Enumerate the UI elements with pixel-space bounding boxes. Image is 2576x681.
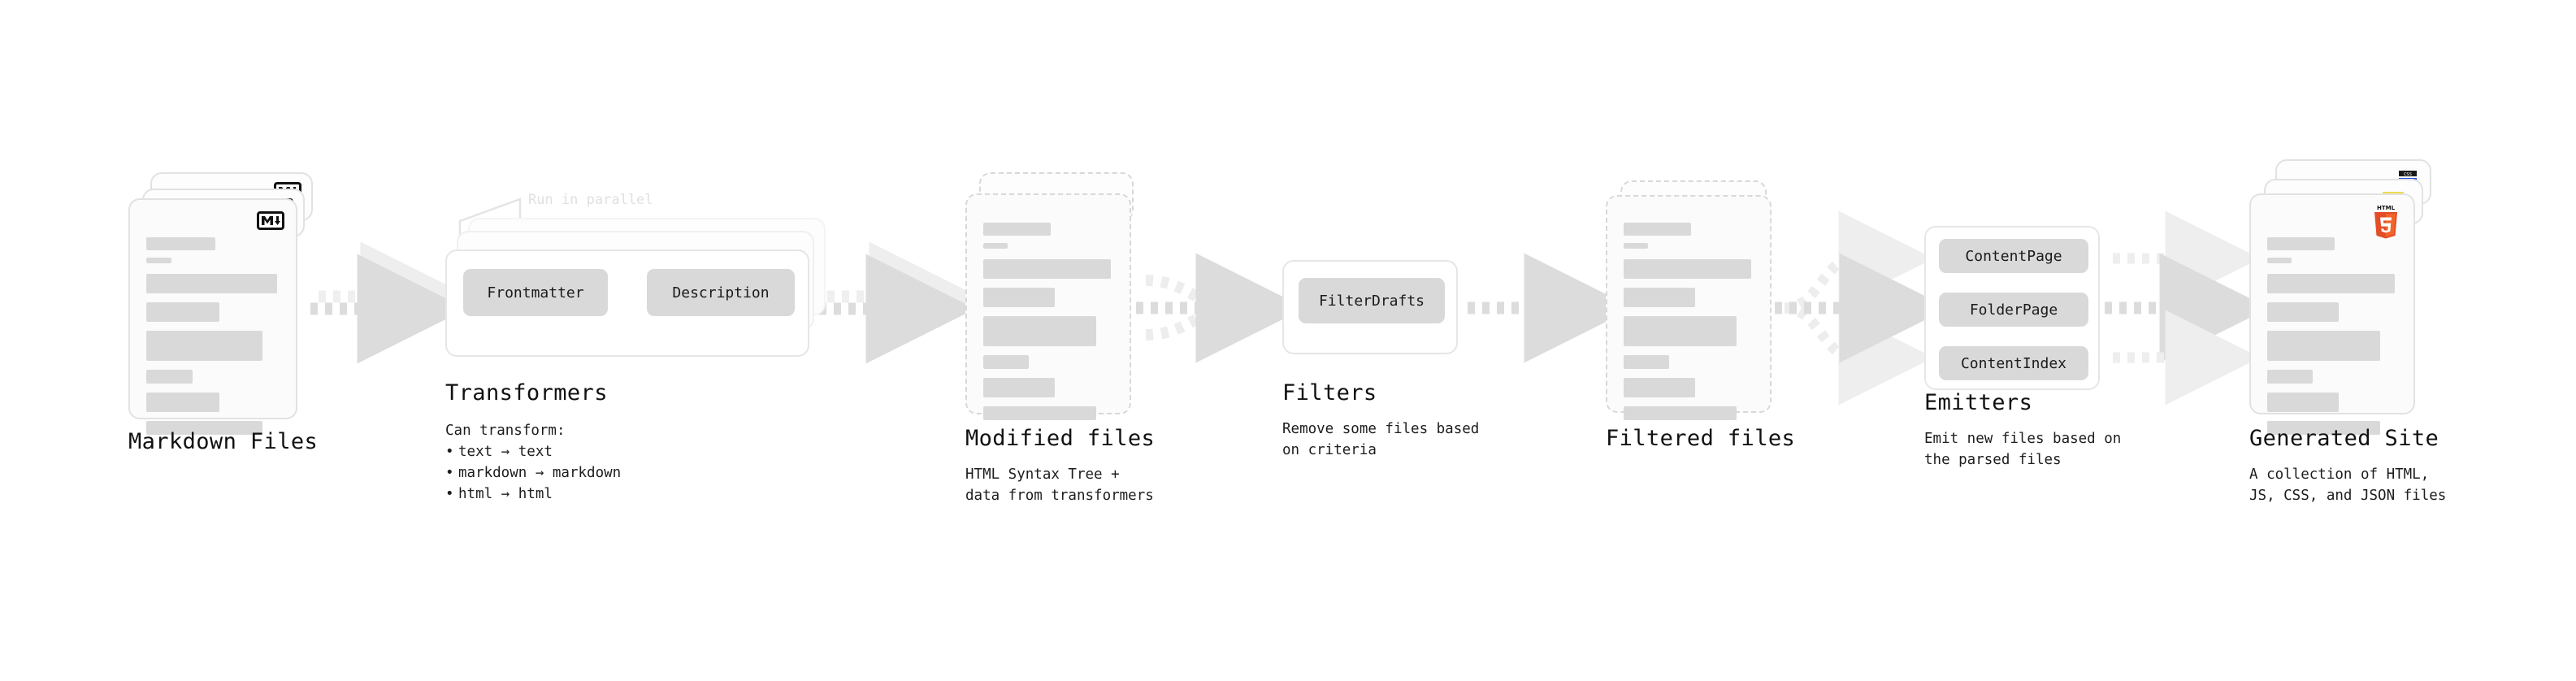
skeleton-bar <box>983 316 1097 346</box>
svg-text:CSS: CSS <box>2404 172 2412 177</box>
skeleton-bar <box>146 302 220 322</box>
markdown-icon <box>257 211 284 230</box>
skeleton-bar <box>2267 393 2339 412</box>
skeleton-bar <box>146 393 220 412</box>
stage-title: Markdown Files <box>128 429 319 454</box>
document-skeleton <box>1624 223 1754 427</box>
skeleton-bar <box>2267 331 2381 361</box>
transform-capability-list: text → text markdown → markdown html → h… <box>445 441 770 505</box>
stage-title: Filtered files <box>1606 426 1796 451</box>
skeleton-bar <box>146 274 277 293</box>
caption-transformers: Transformers Can transform: text → text … <box>445 380 770 505</box>
stage-transformers: Run in parallel . . . . Frontmatter Desc… <box>0 0 826 681</box>
markdown-file-front <box>128 198 297 435</box>
stage-title: Modified files <box>965 426 1156 451</box>
skeleton-bar <box>1624 355 1669 369</box>
list-item: text → text <box>458 441 770 462</box>
list-item: markdown → markdown <box>458 462 770 484</box>
skeleton-bar <box>983 288 1055 307</box>
document-skeleton <box>2267 237 2397 442</box>
transform-lead: Can transform: <box>445 423 566 439</box>
skeleton-bar <box>983 243 1008 249</box>
skeleton-bar <box>983 223 1052 236</box>
stage-markdown-files: Markdown Files <box>0 0 325 681</box>
caption-generated-site: Generated Site A collection of HTML, JS,… <box>2249 426 2558 506</box>
skeleton-bar <box>2267 237 2335 250</box>
skeleton-bar <box>983 355 1029 369</box>
skeleton-bar <box>2267 421 2381 435</box>
stage-subtitle: Remove some files based on criteria <box>1282 421 1480 458</box>
skeleton-bar <box>146 421 262 435</box>
caption-filtered-files: Filtered files <box>1606 426 1882 451</box>
caption-emitters: Emitters Emit new files based on the par… <box>1924 390 2217 471</box>
stage-filtered-files: Filtered files <box>0 0 1795 681</box>
caption-filters: Filters Remove some files based on crite… <box>1282 380 1559 461</box>
modified-file-front <box>965 193 1131 420</box>
stage-title: Transformers <box>445 380 608 406</box>
stage-title: Filters <box>1282 380 1377 406</box>
stage-title: Emitters <box>1924 390 2033 415</box>
stage-subtitle: HTML Syntax Tree + data from transformer… <box>965 466 1154 504</box>
transformer-box-front[interactable]: Frontmatter Description <box>445 249 809 357</box>
caption-modified-files: Modified files HTML Syntax Tree + data f… <box>965 426 1258 506</box>
skeleton-bar <box>146 331 262 361</box>
skeleton-bar <box>983 378 1055 397</box>
skeleton-bar <box>2267 258 2292 263</box>
emitters-box[interactable]: ContentPage FolderPage ContentIndex <box>1924 226 2100 390</box>
document-skeleton <box>983 223 1113 427</box>
skeleton-bar <box>1624 378 1695 397</box>
connector-transformers-to-modified <box>819 241 979 364</box>
svg-text:HTML: HTML <box>2377 205 2396 211</box>
document-skeleton <box>146 237 280 442</box>
skeleton-bar <box>2267 302 2339 322</box>
transformer-pill-frontmatter[interactable]: Frontmatter <box>463 269 608 316</box>
filter-pill-filterdrafts[interactable]: FilterDrafts <box>1299 278 1445 323</box>
skeleton-bar <box>983 406 1097 420</box>
skeleton-bar <box>2267 274 2395 293</box>
connector-modified-to-filters <box>1136 253 1306 363</box>
filtered-file-front <box>1606 195 1772 420</box>
list-item: html → html <box>458 484 770 505</box>
generated-file-html: HTML <box>2249 193 2415 435</box>
skeleton-bar <box>2267 370 2313 384</box>
emitter-pill-contentpage[interactable]: ContentPage <box>1939 239 2088 273</box>
emitter-pill-folderpage[interactable]: FolderPage <box>1939 293 2088 327</box>
skeleton-bar <box>146 370 193 384</box>
stage-title: Generated Site <box>2249 426 2439 451</box>
stage-modified-files: Modified files HTML Syntax Tree + data f… <box>0 0 1155 681</box>
connector-filtered-to-emitters <box>1775 210 1949 406</box>
skeleton-bar <box>983 259 1111 279</box>
skeleton-bar <box>1624 316 1737 346</box>
skeleton-bar <box>1624 243 1649 249</box>
skeleton-bar <box>146 258 172 263</box>
transformer-pill-description[interactable]: Description <box>647 269 795 316</box>
html5-icon: HTML <box>2371 203 2400 239</box>
caption-markdown-files: Markdown Files <box>128 429 405 454</box>
stage-subtitle: A collection of HTML, JS, CSS, and JSON … <box>2249 466 2447 504</box>
skeleton-bar <box>1624 288 1695 307</box>
skeleton-bar <box>1624 259 1751 279</box>
stage-generated-site: CSS HTML <box>0 0 2446 681</box>
connector-emitters-to-site <box>2105 210 2270 406</box>
run-in-parallel-label: Run in parallel <box>528 192 653 208</box>
stage-filters: FilterDrafts Filters Remove some files b… <box>0 0 1479 681</box>
skeleton-bar <box>1624 223 1692 236</box>
filters-box[interactable]: FilterDrafts <box>1282 260 1458 354</box>
stage-emitters: ContentPage FolderPage ContentIndex Emit… <box>0 0 2121 681</box>
skeleton-bar <box>1624 406 1737 420</box>
emitter-pill-contentindex[interactable]: ContentIndex <box>1939 346 2088 380</box>
stage-subtitle: Emit new files based on the parsed files <box>1924 431 2122 468</box>
skeleton-bar <box>146 237 216 250</box>
